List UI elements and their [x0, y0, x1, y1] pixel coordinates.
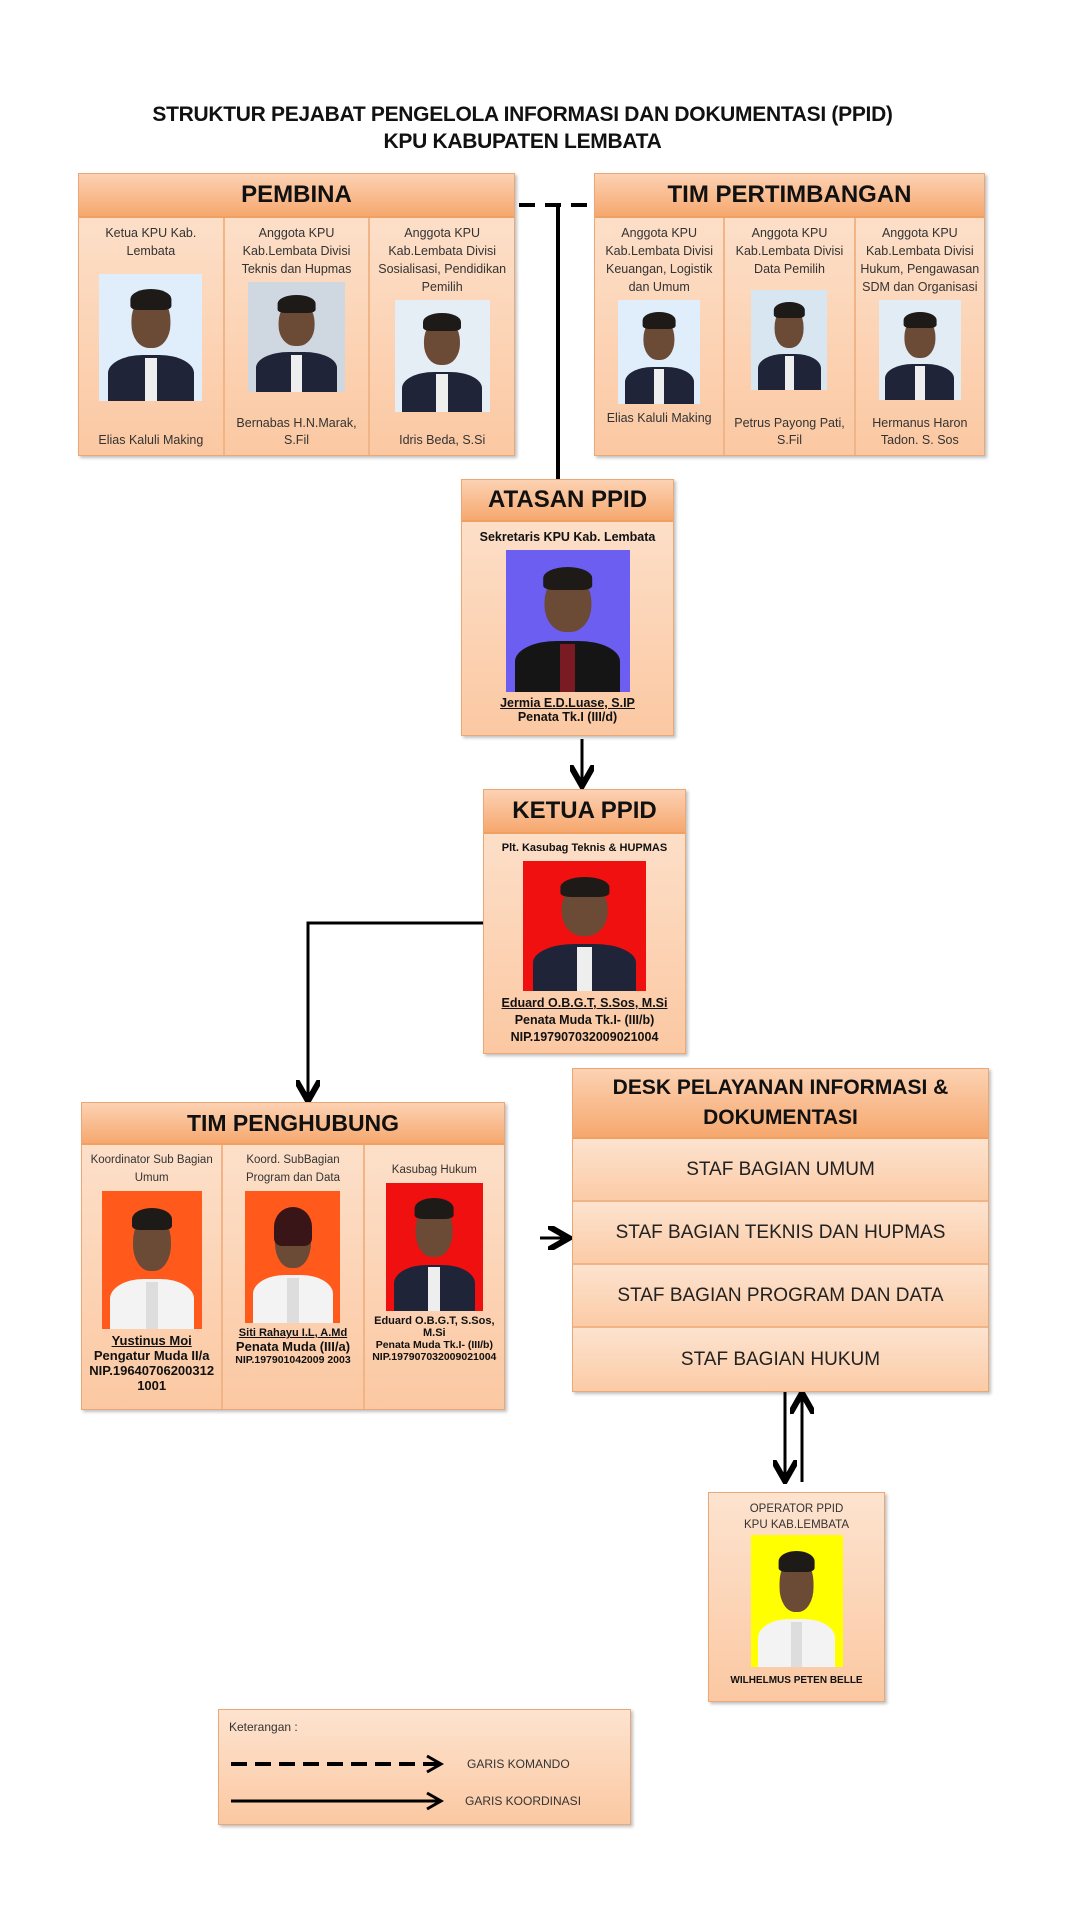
ketua-ppid-box: KETUA PPID Plt. Kasubag Teknis & HUPMAS … — [483, 789, 686, 1054]
member-photo — [394, 300, 490, 412]
ketua-name: Eduard O.B.G.T, S.Sos, M.Si — [501, 996, 668, 1010]
atasan-role: Sekretaris KPU Kab. Lembata — [479, 530, 656, 544]
atasan-header: ATASAN PPID — [462, 480, 673, 522]
member-photo — [245, 1191, 341, 1323]
member-photo — [99, 274, 203, 401]
desk-header: DESK PELAYANAN INFORMASI & DOKUMENTASI — [573, 1069, 988, 1139]
desk-row: STAF BAGIAN HUKUM — [573, 1328, 988, 1391]
member-photo — [751, 290, 828, 390]
member-role: Ketua KPU Kab. Lembata — [105, 226, 197, 258]
member-name: Elias Kaluli Making — [98, 433, 204, 447]
member-name: Hermanus Haron Tadon. S. Sos — [872, 416, 968, 447]
ketua-nip: NIP.197907032009021004 — [510, 1030, 659, 1044]
chart-title: STRUKTUR PEJABAT PENGELOLA INFORMASI DAN… — [152, 103, 893, 126]
member-nip: NIP.196407062003121001 — [89, 1363, 215, 1393]
pembina-member: Anggota KPU Kab.Lembata Divisi Teknis da… — [225, 218, 371, 455]
atasan-ppid-box: ATASAN PPID Sekretaris KPU Kab. Lembata … — [461, 479, 674, 736]
member-name: Bernabas H.N.Marak, S.Fil — [236, 416, 357, 447]
operator-box: OPERATOR PPID KPU KAB.LEMBATA WILHELMUS … — [708, 1492, 885, 1702]
member-rank: Penata Muda Tk.I- (III/b) — [375, 1339, 493, 1351]
member-role: Anggota KPU Kab.Lembata Divisi Hukum, Pe… — [860, 226, 980, 294]
atasan-photo — [505, 550, 630, 692]
member-role: Koordinator Sub Bagian Umum — [90, 1154, 213, 1184]
pembina-member: Anggota KPU Kab.Lembata Divisi Sosialisa… — [370, 218, 514, 455]
operator-role: OPERATOR PPID — [749, 1503, 844, 1515]
legend-koordinasi: GARIS KOORDINASI — [465, 1794, 582, 1808]
operator-name: WILHELMUS PETEN BELLE — [730, 1675, 863, 1686]
member-name: Eduard O.B.G.T, S.Sos, M.Si — [374, 1315, 495, 1339]
member-photo — [385, 1183, 483, 1311]
member-role: Koord. SubBagian Program dan Data — [246, 1154, 340, 1184]
member-photo — [101, 1191, 202, 1329]
member-nip: NIP.197907032009021004 — [372, 1351, 497, 1363]
tim-pertimbangan-box: TIM PERTIMBANGAN Anggota KPU Kab.Lembata… — [594, 173, 985, 456]
pembina-header: PEMBINA — [79, 174, 514, 218]
member-photo — [878, 300, 961, 400]
legend-komando: GARIS KOMANDO — [467, 1757, 570, 1771]
operator-role-2: KPU KAB.LEMBATA — [743, 1519, 850, 1531]
ketua-rank: Penata Muda Tk.I- (III/b) — [514, 1013, 655, 1027]
legend-box: Keterangan : GARIS KOMANDO GARIS KOORDIN… — [218, 1709, 631, 1825]
member-name: Siti Rahayu I.L, A.Md — [238, 1327, 348, 1339]
legend-title: Keterangan : — [229, 1720, 298, 1734]
member-role: Kasubag Hukum — [391, 1164, 477, 1176]
pertimbangan-member: Anggota KPU Kab.Lembata Divisi Data Pemi… — [725, 218, 856, 455]
atasan-name: Jermia E.D.Luase, S.IP — [500, 696, 635, 710]
member-role: Anggota KPU Kab.Lembata Divisi Teknis da… — [241, 226, 352, 276]
member-rank: Pengatur Muda II/a — [93, 1348, 210, 1363]
member-name: Idris Beda, S.Si — [399, 433, 486, 447]
member-role: Anggota KPU Kab.Lembata Divisi Keuangan,… — [605, 226, 714, 294]
desk-pelayanan-box: DESK PELAYANAN INFORMASI & DOKUMENTASI S… — [572, 1068, 989, 1392]
member-name: Petrus Payong Pati, S.Fil — [734, 416, 845, 447]
pertimbangan-member: Anggota KPU Kab.Lembata Divisi Keuangan,… — [595, 218, 726, 455]
atasan-rank: Penata Tk.I (III/d) — [517, 710, 618, 724]
operator-photo — [750, 1535, 843, 1667]
pertimbangan-member: Anggota KPU Kab.Lembata Divisi Hukum, Pe… — [856, 218, 984, 455]
member-role: Anggota KPU Kab.Lembata Divisi Sosialisa… — [378, 226, 507, 294]
legend-lines — [231, 1754, 445, 1811]
ketua-header: KETUA PPID — [484, 790, 685, 834]
member-role: Anggota KPU Kab.Lembata Divisi Data Pemi… — [735, 226, 844, 276]
tim-penghubung-box: TIM PENGHUBUNG Koordinator Sub Bagian Um… — [81, 1102, 505, 1410]
tim-penghubung-header: TIM PENGHUBUNG — [82, 1103, 504, 1145]
ketua-role: Plt. Kasubag Teknis & HUPMAS — [501, 842, 668, 854]
ketua-to-penghubung-arrow — [308, 921, 483, 1098]
desk-row: STAF BAGIAN TEKNIS DAN HUPMAS — [573, 1202, 988, 1265]
member-name: Yustinus Moi — [111, 1333, 192, 1348]
desk-row: STAF BAGIAN UMUM — [573, 1139, 988, 1202]
chart-subtitle: KPU KABUPATEN LEMBATA — [383, 130, 662, 153]
member-photo — [618, 300, 701, 404]
tim-pertimbangan-header: TIM PERTIMBANGAN — [595, 174, 984, 218]
desk-row: STAF BAGIAN PROGRAM DAN DATA — [573, 1265, 988, 1328]
member-nip: NIP.197901042009 2003 — [235, 1354, 351, 1366]
ketua-photo — [523, 861, 646, 991]
member-name: Elias Kaluli Making — [606, 411, 712, 425]
member-rank: Penata Muda (III/a) — [235, 1339, 351, 1354]
member-photo — [248, 282, 345, 392]
